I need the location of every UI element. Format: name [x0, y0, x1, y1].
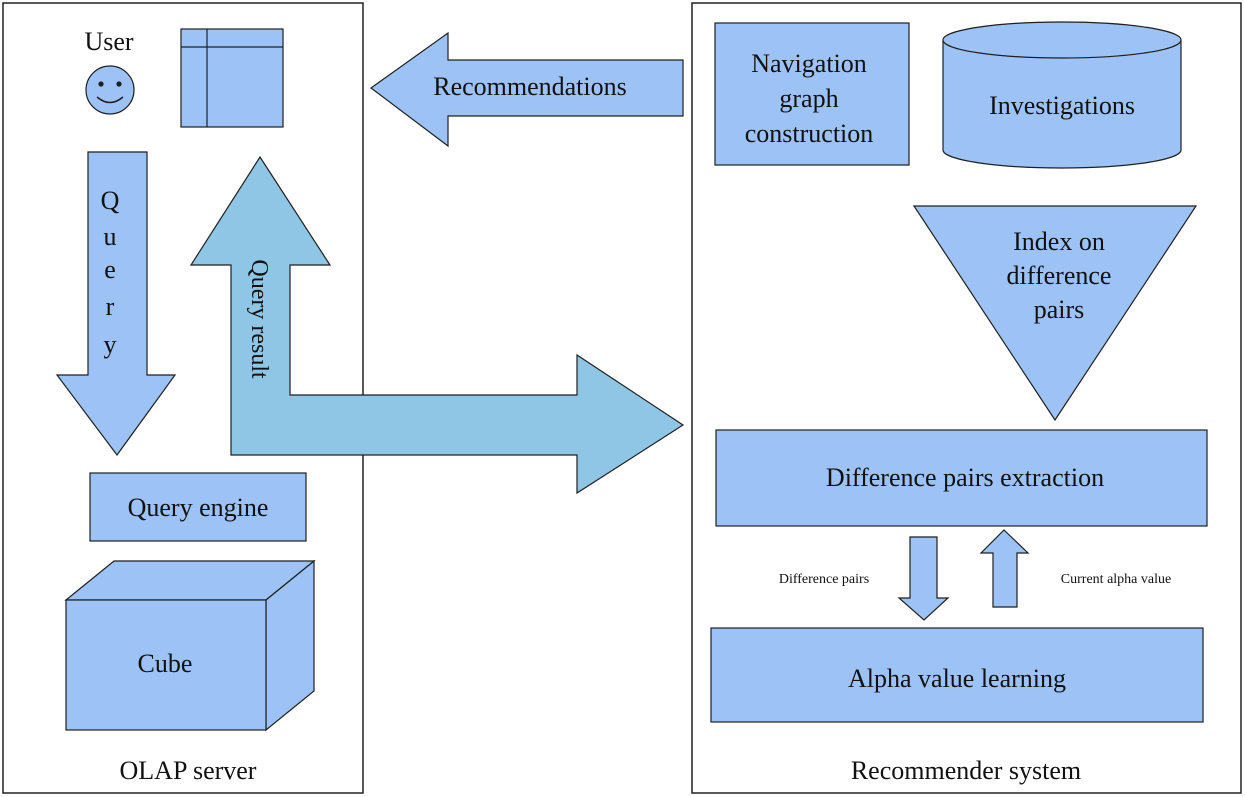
query-arrow — [55, 151, 177, 457]
recommendations-label: Recommendations — [433, 72, 627, 101]
index-label: Index on difference pairs — [1007, 227, 1112, 324]
query-letter: u — [104, 222, 117, 251]
index-line: Index on — [1013, 227, 1105, 256]
difference-pairs-label: Difference pairs — [779, 572, 869, 587]
navigation-graph-label: Navigation graph construction — [745, 49, 874, 148]
navigation-graph-line: Navigation — [751, 49, 867, 78]
user-smiley-icon — [85, 65, 135, 115]
difference-pairs-extraction-label: Difference pairs extraction — [826, 463, 1104, 492]
navigation-graph-box — [714, 22, 910, 166]
olap-server-label: OLAP server — [120, 756, 257, 785]
difference-pairs-arrow — [897, 536, 950, 621]
current-alpha-arrow — [979, 529, 1030, 608]
query-engine-box — [89, 472, 307, 542]
user-label: User — [84, 27, 133, 56]
recommendations-arrow — [369, 31, 684, 148]
query-result-label: Query result — [246, 259, 272, 379]
cube-icon — [64, 559, 316, 732]
recommender-system-label: Recommender system — [851, 756, 1081, 785]
cube-label: Cube — [138, 649, 193, 678]
query-label: Q u e r y — [101, 186, 120, 359]
index-line: difference — [1007, 261, 1112, 290]
table-icon — [180, 28, 284, 128]
query-letter: Q — [101, 186, 120, 215]
index-line: pairs — [1034, 295, 1085, 324]
alpha-value-learning-box — [710, 627, 1204, 723]
difference-pairs-extraction-box — [715, 429, 1208, 527]
query-letter: y — [104, 330, 117, 359]
navigation-graph-line: graph — [779, 84, 838, 113]
investigations-label: Investigations — [989, 91, 1135, 120]
investigations-database-icon — [942, 21, 1182, 169]
alpha-value-learning-label: Alpha value learning — [848, 664, 1066, 693]
query-result-arrow — [189, 155, 685, 495]
index-triangle — [912, 205, 1198, 422]
query-letter: r — [106, 292, 115, 321]
navigation-graph-line: construction — [745, 119, 874, 148]
query-engine-label: Query engine — [128, 493, 269, 522]
query-letter: e — [104, 255, 116, 284]
current-alpha-label: Current alpha value — [1061, 572, 1171, 587]
